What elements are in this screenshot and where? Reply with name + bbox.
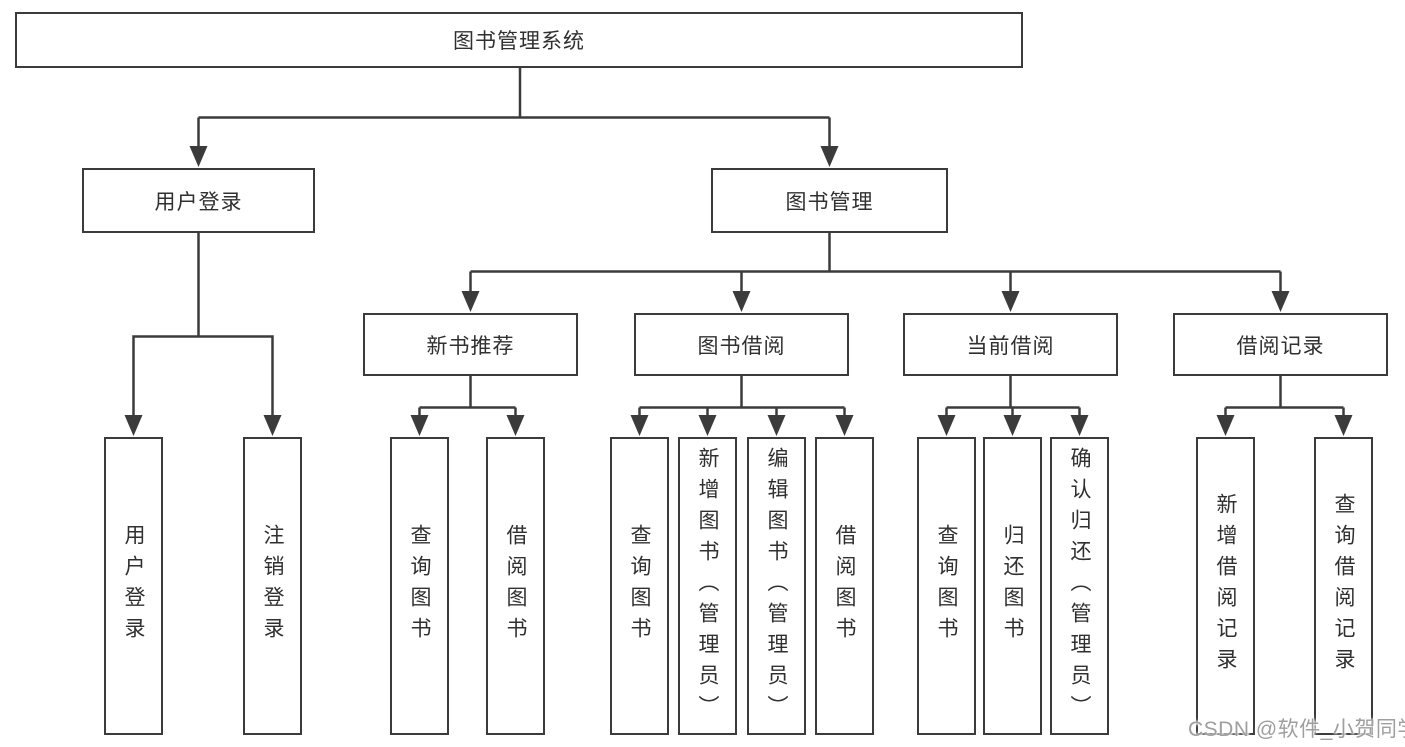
leaf-add-books-admin: 新增图书（管理员）	[678, 437, 737, 735]
leaf-confirm-return-admin: 确认归还（管理员）	[1050, 437, 1109, 735]
leaf-search-books-borrowing: 查询图书	[610, 437, 669, 735]
leaf-return-books: 归还图书	[983, 437, 1042, 735]
leaf-search-books-current: 查询图书	[917, 437, 976, 735]
node-book-borrowing: 图书借阅	[634, 313, 849, 376]
arrowheads	[124, 146, 1353, 436]
leaf-borrow-books-recommend: 借阅图书	[486, 437, 545, 735]
node-library-management-system: 图书管理系统	[15, 12, 1023, 68]
leaf-user-login: 用户登录	[104, 437, 163, 735]
node-new-book-recommendation: 新书推荐	[363, 313, 578, 376]
node-book-management: 图书管理	[711, 168, 948, 233]
csdn-watermark: CSDN @软件_小贺同学	[1188, 718, 1405, 741]
node-current-borrowing: 当前借阅	[903, 313, 1118, 376]
leaf-borrow-books: 借阅图书	[815, 437, 874, 735]
leaf-search-books-recommend: 查询图书	[390, 437, 449, 735]
node-user-login: 用户登录	[82, 168, 315, 233]
leaf-logout: 注销登录	[243, 437, 302, 735]
leaf-add-borrow-record: 新增借阅记录	[1196, 437, 1255, 735]
leaf-search-borrow-record: 查询借阅记录	[1314, 437, 1373, 735]
node-borrowing-records: 借阅记录	[1173, 313, 1388, 376]
leaf-edit-books-admin: 编辑图书（管理员）	[747, 437, 806, 735]
